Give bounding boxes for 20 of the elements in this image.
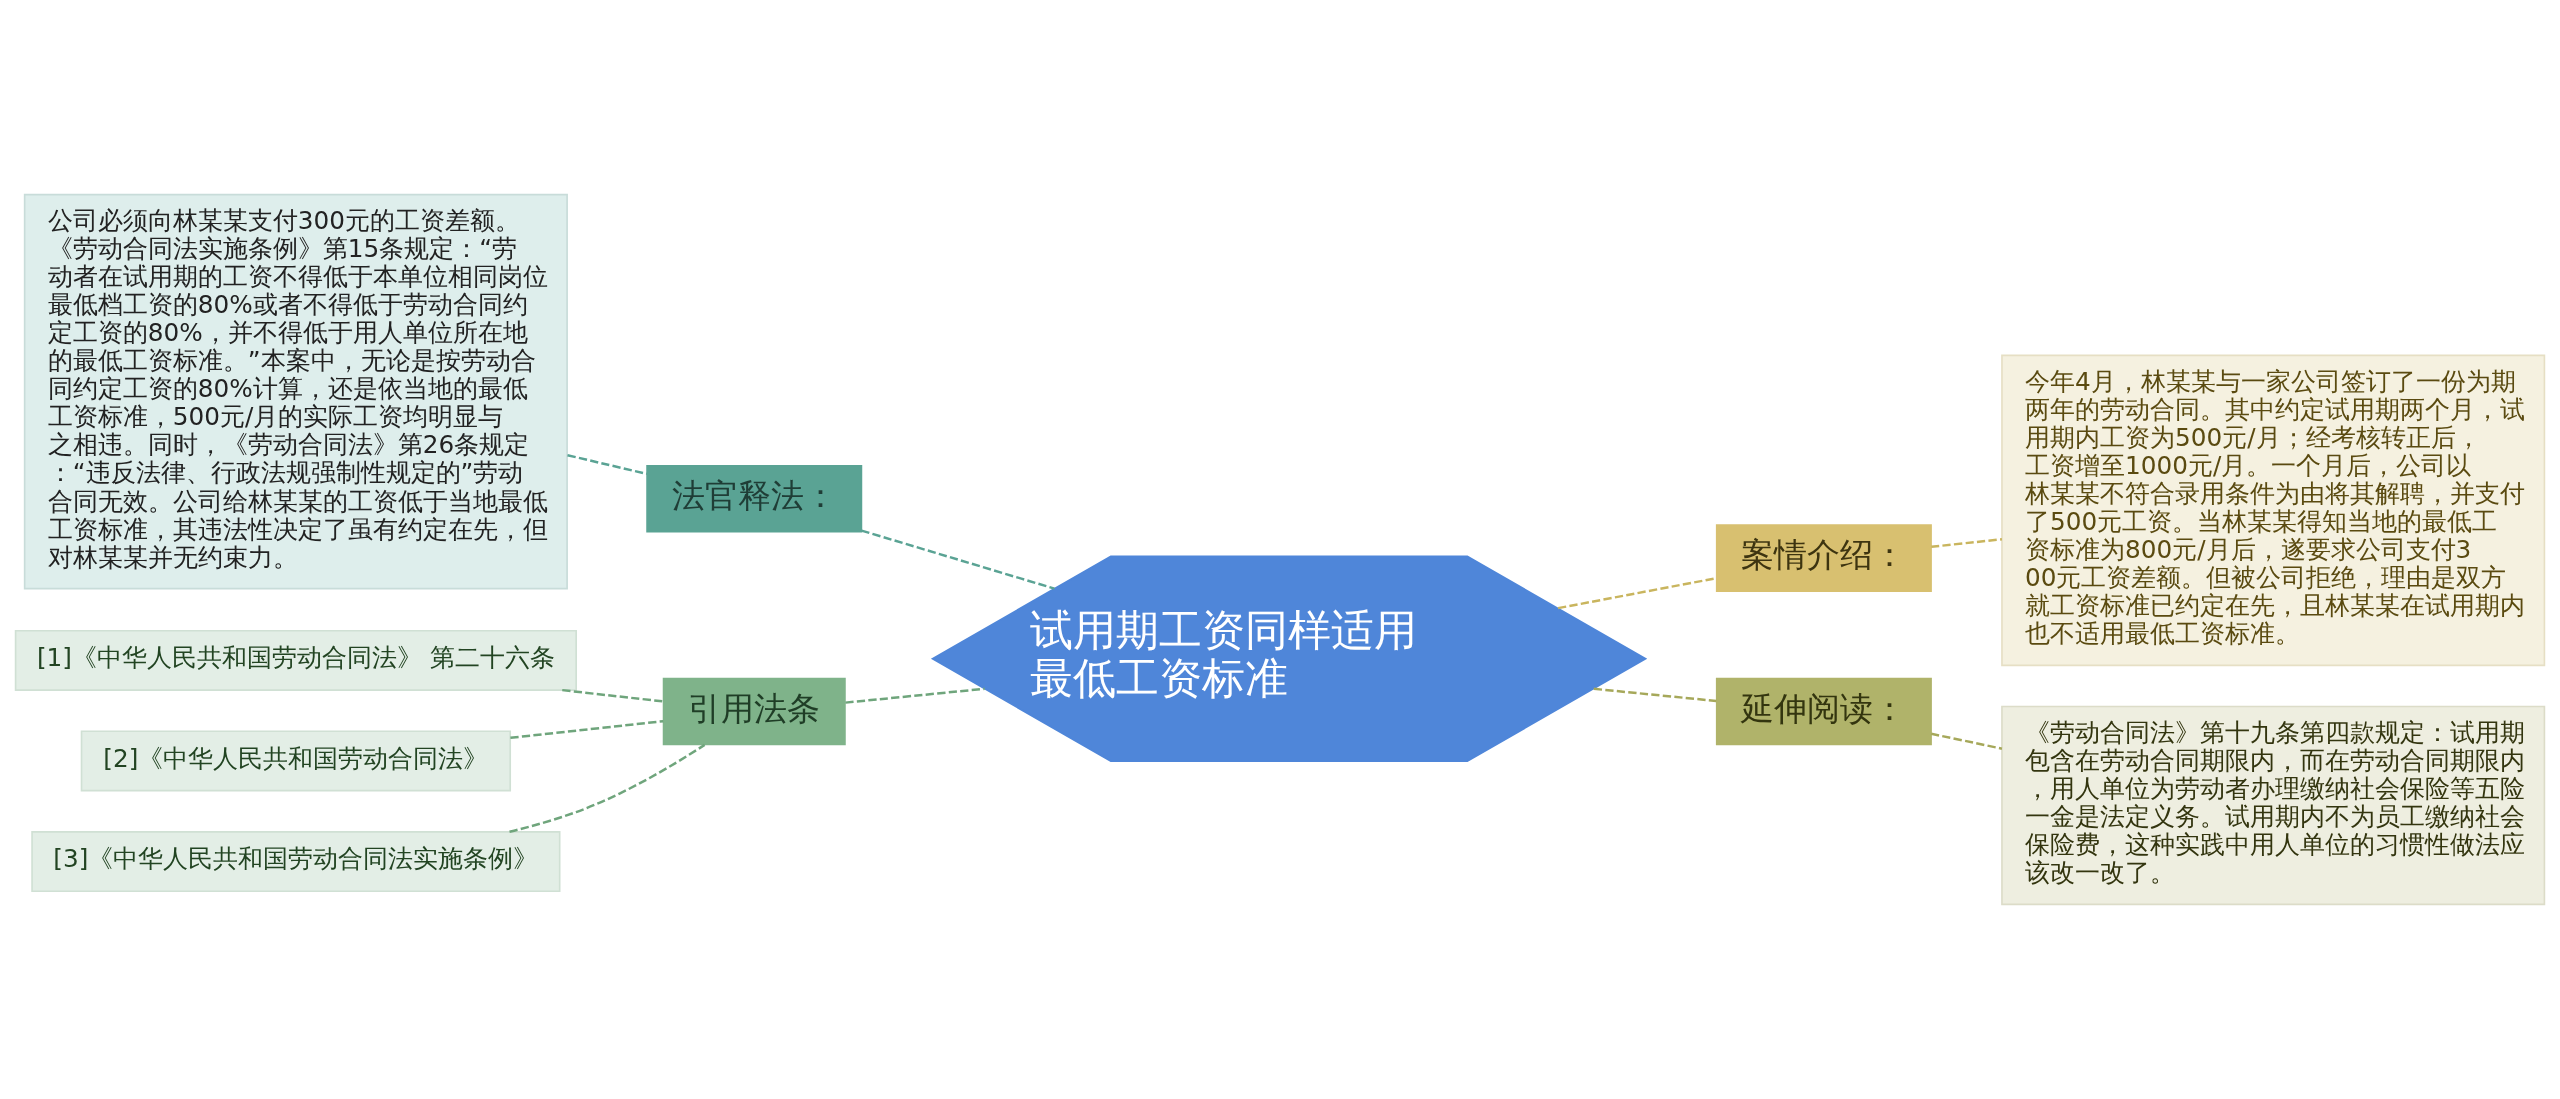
connector — [510, 720, 664, 740]
connector — [1931, 732, 2003, 750]
node-box: 法官释法： — [646, 465, 863, 533]
node-box: 公司必须向林某某支付300元的工资差额。《劳动合同法实施条例》第15条规定：“劳动者在试用期的工资不得低于本单位相同岗位最低档工资的80%或者不得低于劳动合同约定工资的80%，并不得低于用人单位所在地的最低工资标准。”本案中，无论是按劳动合同约定工资的80%计算，还是依当地的最低工资标准，500元/月的实际工资均明显与之相违。同时，《劳动合同法》第26条规定：“违反法律、行政法规强制性规定的”劳动合同无效。公司给林某某的工资低于当地最低工资标准，其违法性决定了虽有约定在先，但对林某某并无约束力。 — [23, 193, 568, 590]
connector — [1593, 687, 1717, 703]
node-box: 引用法条 — [662, 677, 846, 746]
connector — [1931, 538, 2003, 549]
connector — [1557, 576, 1717, 610]
connector — [562, 688, 664, 703]
node-box: [1]《中华人民共和国劳动合同法》 第二十六条 — [14, 629, 577, 691]
node-box: 延伸阅读： — [1715, 677, 1932, 746]
node-box: [3]《中华人民共和国劳动合同法实施条例》 — [31, 831, 561, 893]
connector — [845, 687, 985, 704]
node-box: 今年4月，林某某与一家公司签订了一份为期两年的劳动合同。其中约定试用期两个月，试用期内工资为500元/月；经考核转正后，工资增至1000元/月。一个月后，公司以林某某不符合录用条件为由将其解聘，并支付了500元工资。当林某某得知当地的最低工资标准为800元/月后，遂要求公司支付300元工资差额。但被公司拒绝，理由是双方就工资标准已约定在先，且林某某在试用期内也不适用最低工资标准。 — [2001, 354, 2546, 667]
connector — [567, 454, 648, 476]
node-box: 案情介绍： — [1715, 524, 1932, 592]
node-box: 《劳动合同法》第十九条第四款规定：试用期包含在劳动合同期限内，而在劳动合同期限内，用人单位为劳动者办理缴纳社会保险等五险一金是法定义务。试用期内不为员工缴纳社会保险费，这种实践中用人单位的习惯性做法应该改一改了。 — [2001, 705, 2546, 906]
node-box: [2]《中华人民共和国劳动合同法》 — [80, 730, 512, 792]
connector — [509, 743, 706, 833]
connector — [861, 529, 1055, 590]
